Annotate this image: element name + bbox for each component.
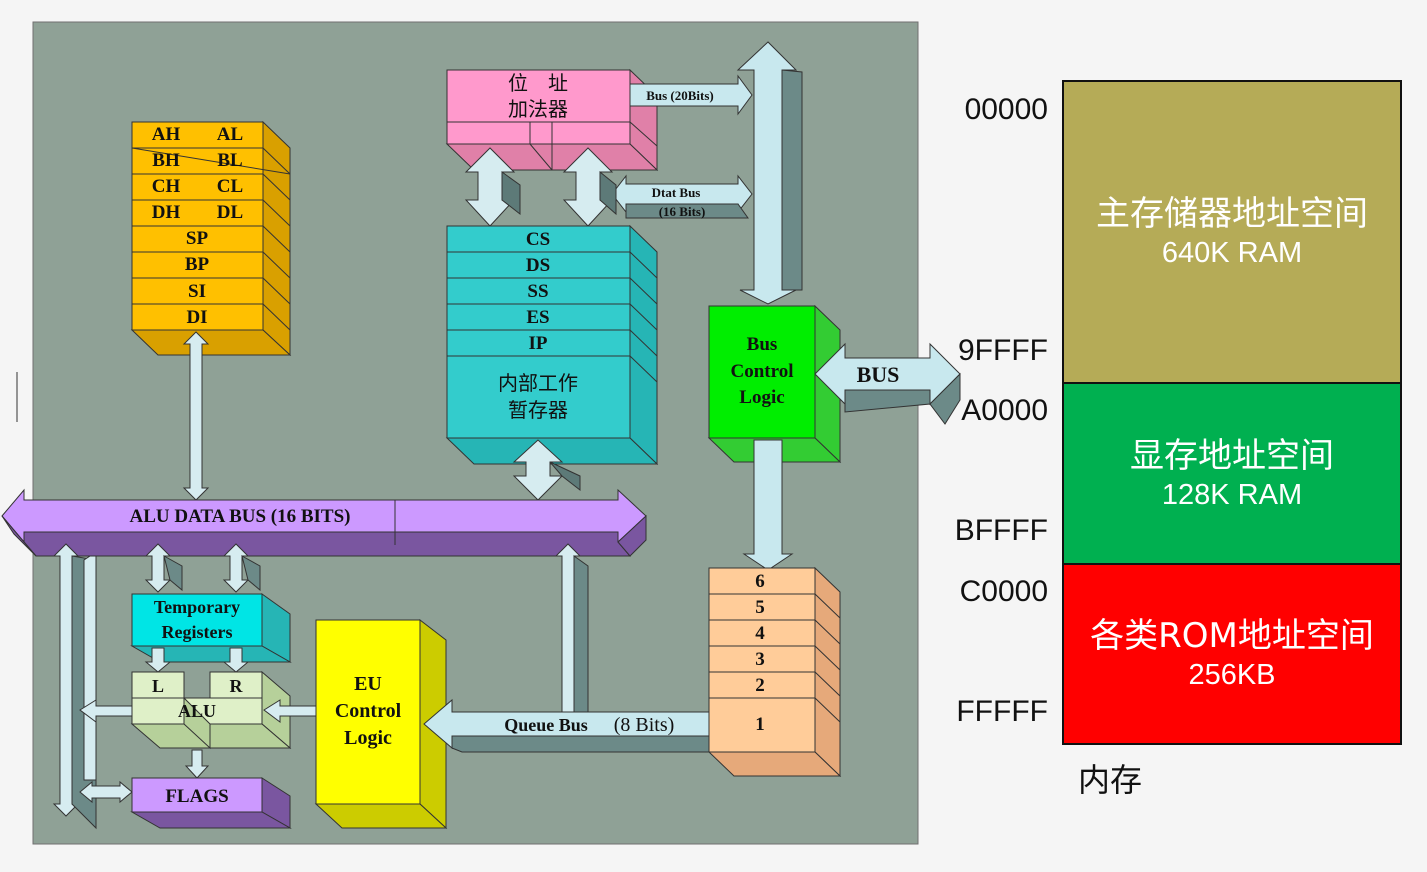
region-rom-name: 各类ROM地址空间 <box>1090 616 1374 656</box>
bus-eu-vertical-arrow <box>554 543 589 713</box>
general-register-labels: AH AL BH BL CH CL DH DL SP BP SI DI <box>152 124 243 328</box>
instruction-queue <box>707 566 842 778</box>
reg-ss: SS <box>527 281 548 302</box>
bus-queue-arrow <box>742 439 794 571</box>
region-main-size: 640K RAM <box>1161 237 1303 269</box>
bus-20-label: Bus (20Bits) <box>646 88 714 103</box>
main-vertical-arrow <box>736 41 803 305</box>
svg-text:Control: Control <box>335 700 402 722</box>
left-bus-arrows <box>52 543 97 830</box>
address-adder-label-2: 加法器 <box>508 97 568 121</box>
addr-00000: 00000 <box>964 93 1048 126</box>
region-video-name: 显存地址空间 <box>1130 435 1334 476</box>
reg-cl: CL <box>217 176 243 197</box>
region-rom-size: 256KB <box>1188 659 1276 691</box>
svg-text:Logic: Logic <box>344 727 392 749</box>
reg-bl: BL <box>217 150 242 171</box>
addr-c0000: C0000 <box>959 575 1048 608</box>
alu-left-input: L <box>152 676 164 696</box>
reg-al: AL <box>217 124 243 145</box>
memory-region-rom: 各类ROM地址空间 256KB <box>1062 563 1402 745</box>
bus-label: BUS <box>857 362 900 387</box>
reg-si: SI <box>188 281 206 302</box>
alu-data-bus-label: ALU DATA BUS (16 BITS) <box>129 506 350 527</box>
alu-left-arrow <box>79 699 133 723</box>
temp-reg-label-2: Registers <box>162 622 233 642</box>
alu-data-bus <box>1 488 647 557</box>
alu-flags-arrow <box>184 749 210 779</box>
addr-9ffff: 9FFFF <box>958 334 1048 367</box>
flags-label: FLAGS <box>165 786 228 807</box>
bus-temp-arrows <box>144 543 261 593</box>
svg-text:2: 2 <box>755 675 765 696</box>
reg-ch: CH <box>152 176 181 197</box>
bus-control-label: Bus Control Logic <box>731 334 794 408</box>
general-registers <box>130 120 292 357</box>
segment-register-labels: CS DS SS ES IP <box>526 229 550 354</box>
svg-text:5: 5 <box>755 597 765 618</box>
reg-dh: DH <box>152 202 181 223</box>
external-bus-arrow <box>814 342 961 425</box>
data-bus-16-arrow <box>611 174 753 219</box>
addr-fffff: FFFFF <box>956 695 1048 728</box>
addr-a0000: A0000 <box>961 394 1048 427</box>
memory-region-main: 主存储器地址空间 640K RAM <box>1062 80 1402 384</box>
data-bus-label-2: (16 Bits) <box>659 204 706 219</box>
reg-di: DI <box>186 307 207 328</box>
reg-bh: BH <box>152 150 180 171</box>
reg-ip: IP <box>529 333 548 354</box>
reg-cs: CS <box>526 229 550 250</box>
region-video-size: 128K RAM <box>1161 478 1303 511</box>
temp-alu-arrows <box>144 647 250 673</box>
internal-register-label-2: 暂存器 <box>508 398 568 422</box>
seg-bus-arrow <box>512 439 581 501</box>
region-main-name: 主存储器地址空间 <box>1096 194 1368 234</box>
queue-bus-label-a: Queue Bus <box>504 715 588 735</box>
queue-bus-arrow <box>423 698 710 753</box>
reg-ah: AH <box>152 124 181 145</box>
svg-text:EU: EU <box>354 673 382 695</box>
svg-text:Logic: Logic <box>739 387 784 408</box>
queue-bus-label-b: (8 Bits) <box>614 714 675 736</box>
queue-slot-labels: 6 5 4 3 2 1 <box>755 571 765 735</box>
reg-dl: DL <box>217 202 243 223</box>
addr-bffff: BFFFF <box>954 514 1048 547</box>
svg-text:Bus: Bus <box>747 334 778 355</box>
memory-caption: 内存 <box>1078 761 1143 799</box>
reg-sp: SP <box>186 228 209 249</box>
svg-text:Control: Control <box>731 361 794 382</box>
alu-right-input: R <box>230 676 244 696</box>
svg-text:6: 6 <box>755 571 765 592</box>
reg-es: ES <box>526 307 549 328</box>
reg-bp: BP <box>185 254 210 275</box>
flags-register <box>130 777 292 829</box>
segment-registers <box>445 224 659 466</box>
reg-ds: DS <box>526 255 550 276</box>
address-adder-label-1: 位 址 <box>508 71 568 95</box>
bus-control-logic <box>707 304 842 464</box>
bus-20-arrow <box>629 74 753 116</box>
svg-text:3: 3 <box>755 649 765 670</box>
data-bus-label-1: Dtat Bus <box>652 185 701 200</box>
alu-block <box>130 670 292 750</box>
svg-text:4: 4 <box>755 623 765 644</box>
memory-region-video: 显存地址空间 128K RAM <box>1062 382 1402 565</box>
temporary-registers <box>130 593 292 663</box>
alu-label: ALU <box>178 701 216 721</box>
eu-control-label: EU Control Logic <box>335 673 402 749</box>
svg-text:1: 1 <box>755 714 765 735</box>
temp-reg-label-1: Temporary <box>154 597 240 617</box>
adder-seg-arrows <box>464 147 617 227</box>
internal-register-label-1: 内部工作 <box>498 371 578 395</box>
